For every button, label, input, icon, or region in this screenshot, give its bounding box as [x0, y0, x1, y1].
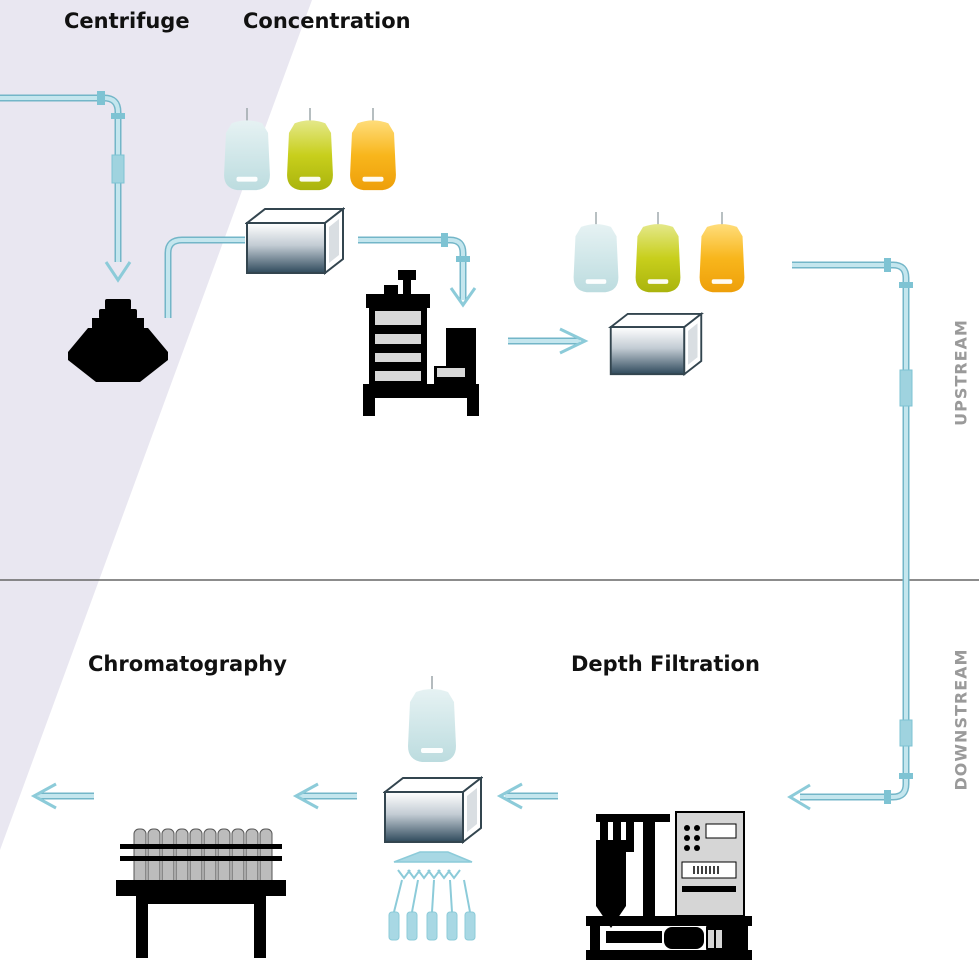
depth-filtration-machine-icon [586, 811, 752, 960]
pipe-centrifuge-concentration [164, 236, 245, 318]
arrow-filtration-to-box [496, 782, 558, 810]
label-downstream: DOWNSTREAM [951, 648, 971, 791]
centrifuge-icon [68, 299, 168, 382]
bag-icon-green [286, 108, 334, 191]
label-chromatography: Chromatography [88, 652, 287, 676]
manifold-icon [388, 851, 476, 941]
bag-icon-light [572, 212, 620, 293]
bag-icon-green [634, 212, 682, 293]
bag-icon-orange [349, 108, 397, 191]
pipe-inflow-centrifuge [0, 91, 132, 283]
label-centrifuge: Centrifuge [64, 9, 190, 33]
arrow-box-to-chromatography [292, 782, 357, 810]
arrow-outflow [30, 782, 94, 810]
pipe-box-concentrator [358, 233, 477, 308]
intermediate-bags [572, 212, 746, 293]
bag-icon-orange [698, 212, 746, 293]
intermediate-box-icon [609, 312, 703, 376]
label-upstream: UPSTREAM [951, 319, 971, 426]
pipe-right-transfer [787, 258, 913, 811]
centrifuge-shaded-region [0, 0, 312, 850]
downstream-box-icon [384, 777, 482, 843]
arrow-concentrator-to-bags [508, 327, 589, 355]
concentration-box-icon [246, 208, 344, 274]
chromatography-columns-icon [116, 828, 286, 958]
concentrator-machine-icon [363, 270, 479, 416]
label-depth-filtration: Depth Filtration [571, 652, 760, 676]
bag-icon-light [407, 676, 457, 763]
label-concentration: Concentration [243, 9, 411, 33]
pipes [0, 91, 913, 811]
